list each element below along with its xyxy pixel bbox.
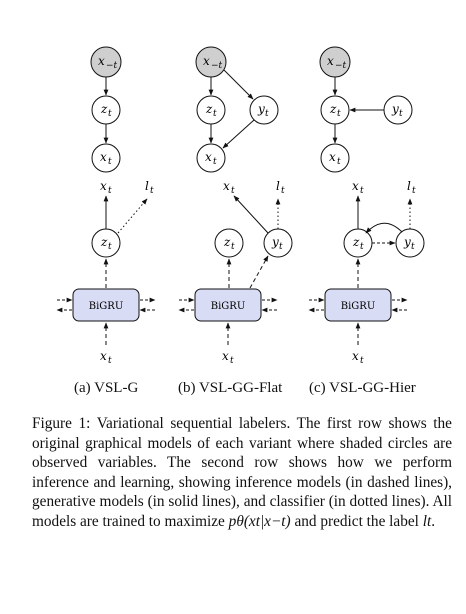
node-sub-t: t [231, 242, 235, 252]
figure-1-diagram: x −t z t x t x −t z t y t x t x −t z [56, 46, 425, 366]
bigru-box [324, 288, 392, 322]
output-sub-t: t [360, 186, 364, 196]
node-label-z: z [352, 235, 360, 249]
bigru-label: BiGRU [341, 301, 376, 312]
figure-caption: Figure 1: Variational sequential labeler… [32, 414, 452, 532]
node-label-z: z [329, 102, 337, 116]
node-sub-t: t [399, 109, 403, 119]
node-x [320, 143, 350, 173]
panel-c-inference-model: x t l t z t y t BiGRU x t [308, 179, 425, 366]
output-sub-t: t [150, 186, 154, 196]
output-sub-t: t [412, 186, 416, 196]
caption-end: . [431, 512, 436, 530]
node-label-y: y [391, 102, 399, 116]
subcaption-a: (a) VSL-G [74, 380, 139, 396]
node-sub-t: t [411, 242, 415, 252]
node-sub-t: t [337, 157, 341, 167]
node-sub-t: t [213, 157, 217, 167]
caption-label-var: lt [422, 512, 432, 530]
bigru-label: BiGRU [89, 301, 124, 312]
panel-b-graphical-model: x −t z t y t x t [195, 46, 279, 173]
node-label-x: x [205, 150, 212, 164]
node-sub-t: t [337, 109, 341, 119]
node-x [91, 143, 121, 173]
node-sub-t: t [108, 157, 112, 167]
input-sub-t: t [360, 356, 364, 366]
node-label-z: z [100, 102, 108, 116]
node-label-y: y [257, 102, 265, 116]
input-sub-t: t [230, 356, 234, 366]
panel-b-inference-model: x t l t z t y t BiGRU x t [178, 179, 293, 366]
input-sub-t: t [108, 356, 112, 366]
node-label-z: z [100, 235, 108, 249]
node-label-z: z [223, 235, 231, 249]
output-l: l [407, 179, 411, 193]
caption-text-2: and predict the label [294, 512, 419, 530]
node-sub-minus-t: −t [335, 61, 347, 71]
node-sub-t: t [265, 109, 269, 119]
caption-label: Figure 1: [32, 415, 91, 432]
panel-a-graphical-model: x −t z t x t [90, 46, 122, 173]
input-x: x [100, 349, 107, 363]
node-label-y: y [271, 235, 279, 249]
output-sub-t: t [108, 186, 112, 196]
node-label-y: y [403, 235, 411, 249]
node-label-x: x [327, 54, 334, 68]
node-label-z: z [205, 102, 213, 116]
node-x [196, 143, 226, 173]
node-label-x: x [98, 54, 105, 68]
node-sub-t: t [360, 242, 364, 252]
node-sub-minus-t: −t [106, 61, 118, 71]
node-label-x: x [329, 150, 336, 164]
node-sub-t: t [108, 109, 112, 119]
bigru-box [72, 288, 140, 322]
node-y [249, 95, 279, 125]
output-l: l [276, 179, 280, 193]
output-x: x [100, 179, 107, 193]
output-sub-t: t [281, 186, 285, 196]
caption-text-1: Variational sequential labelers. The fir… [32, 415, 452, 530]
panel-c-graphical-model: x −t z t y t x t [319, 46, 413, 173]
bigru-box [194, 288, 262, 322]
subcaption-b: (b) VSL-GG-Flat [178, 380, 283, 396]
node-sub-t: t [108, 242, 112, 252]
node-label-x: x [100, 150, 107, 164]
node-sub-minus-t: −t [211, 61, 223, 71]
input-x: x [352, 349, 359, 363]
node-label-x: x [203, 54, 210, 68]
output-sub-t: t [231, 186, 235, 196]
input-x: x [222, 349, 229, 363]
output-l: l [145, 179, 149, 193]
output-x: x [352, 179, 359, 193]
node-z [214, 228, 244, 258]
output-x: x [223, 179, 230, 193]
node-sub-t: t [279, 242, 283, 252]
panel-a-inference-model: x t l t z t BiGRU x t [56, 179, 156, 366]
caption-formula: pθ(xt|x−t) [228, 512, 291, 530]
bigru-label: BiGRU [211, 301, 246, 312]
subcaption-c: (c) VSL-GG-Hier [309, 380, 416, 396]
node-sub-t: t [213, 109, 217, 119]
